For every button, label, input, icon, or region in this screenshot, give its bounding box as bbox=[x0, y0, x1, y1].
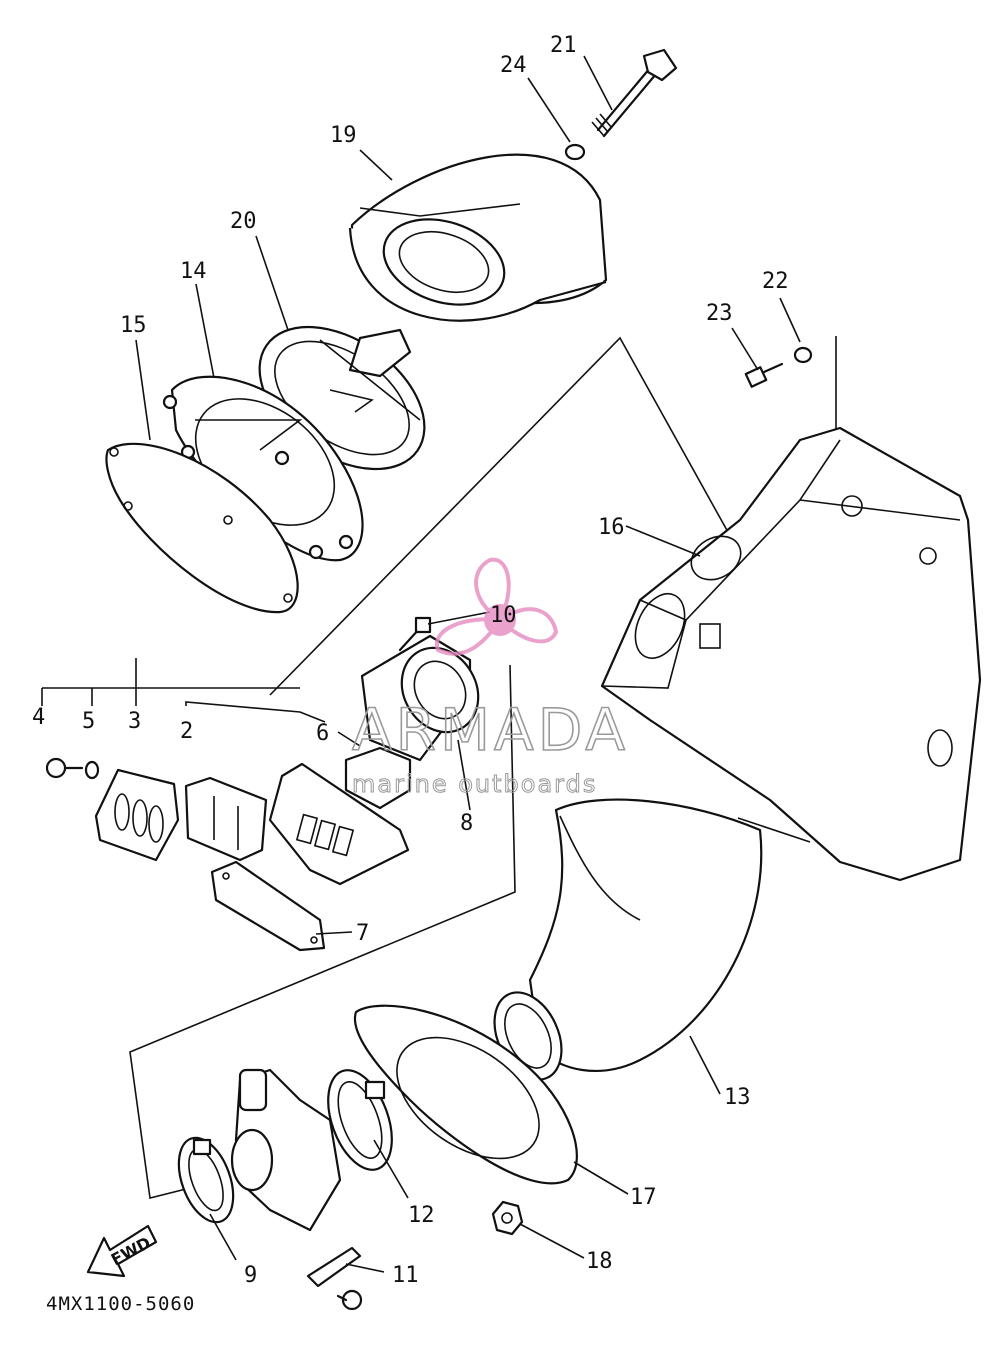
callout-9: 9 bbox=[244, 1263, 257, 1288]
part-18-nut bbox=[491, 1200, 524, 1236]
callout-21: 21 bbox=[550, 33, 577, 58]
part-11-bracket bbox=[306, 1246, 363, 1311]
callout-18: 18 bbox=[586, 1249, 613, 1274]
part-17-gasket bbox=[353, 1004, 578, 1185]
part-19-filter-element bbox=[348, 153, 608, 322]
callout-4: 4 bbox=[32, 705, 45, 730]
callout-19: 19 bbox=[330, 123, 357, 148]
part-13-duct bbox=[493, 798, 763, 1081]
part-21-bolt bbox=[591, 48, 678, 138]
watermark-subtitle: marine outboards bbox=[352, 770, 597, 798]
part-3-stopper-plate bbox=[94, 768, 180, 862]
callout-15: 15 bbox=[120, 313, 147, 338]
propeller-logo-icon bbox=[434, 557, 559, 656]
leader-lines bbox=[135, 55, 801, 1273]
part-8-reed-housing bbox=[344, 634, 480, 810]
callout-5: 5 bbox=[82, 709, 95, 734]
part-2-reed-petals bbox=[184, 776, 268, 862]
callout-2: 2 bbox=[180, 719, 193, 744]
watermark-title: ARMADA bbox=[352, 696, 629, 764]
callout-14: 14 bbox=[180, 259, 207, 284]
part-7-gasket bbox=[210, 860, 326, 952]
part-9-clamp bbox=[177, 1136, 235, 1224]
part-12-clamp bbox=[327, 1069, 393, 1171]
callout-22: 22 bbox=[762, 269, 789, 294]
callout-6: 6 bbox=[316, 721, 329, 746]
part-22-washer bbox=[793, 346, 813, 364]
callout-13: 13 bbox=[724, 1085, 751, 1110]
callout-24: 24 bbox=[500, 53, 527, 78]
callout-23: 23 bbox=[706, 301, 733, 326]
callout-3: 3 bbox=[128, 709, 141, 734]
drawing-code: 4MX1100-5060 bbox=[46, 1293, 195, 1315]
part-15-gasket bbox=[105, 442, 299, 614]
callout-7: 7 bbox=[356, 921, 369, 946]
callout-labels: 4 5 3 2 6 7 8 10 9 11 12 13 14 15 16 17 … bbox=[32, 33, 789, 1288]
callout-11: 11 bbox=[392, 1263, 419, 1288]
armada-watermark: ARMADA marine outboards bbox=[351, 557, 629, 799]
part-4-screw bbox=[45, 757, 84, 779]
fwd-arrow-icon: FWD bbox=[86, 1224, 158, 1278]
part-23-bolt bbox=[744, 362, 784, 388]
part-5-lockwasher bbox=[84, 760, 100, 780]
carburetor-body bbox=[230, 1068, 342, 1232]
assembly-bracket-lines bbox=[41, 336, 837, 1199]
part-6-reed-block bbox=[268, 762, 410, 886]
part-10-bolt bbox=[398, 616, 432, 652]
callout-16: 16 bbox=[598, 515, 625, 540]
callout-12: 12 bbox=[408, 1203, 435, 1228]
callout-10: 10 bbox=[490, 603, 517, 628]
callout-17: 17 bbox=[630, 1185, 657, 1210]
part-24-washer bbox=[564, 143, 586, 161]
callout-8: 8 bbox=[460, 811, 473, 836]
callout-20: 20 bbox=[230, 209, 257, 234]
part-16-airbox bbox=[600, 426, 982, 882]
